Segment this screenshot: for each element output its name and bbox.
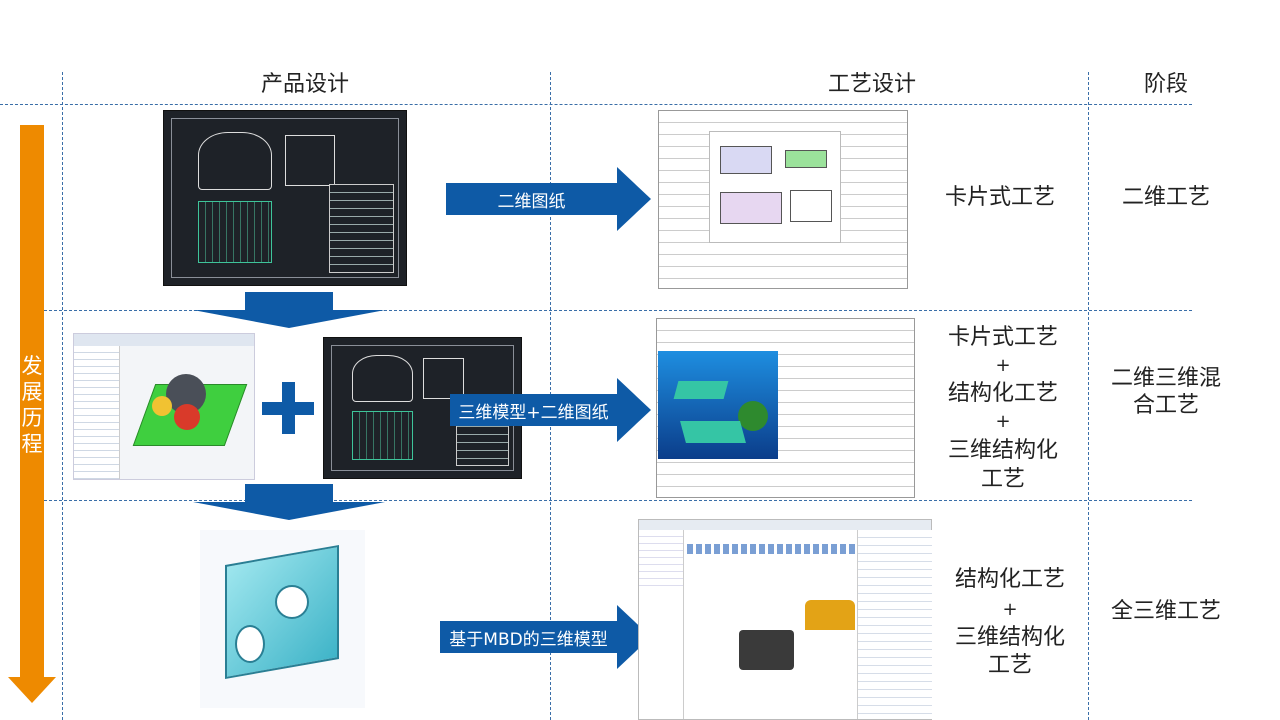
process-type: 卡片式工艺 xyxy=(947,325,1058,350)
3d-process-software-image xyxy=(638,519,932,720)
3d-process-card-image xyxy=(656,318,915,498)
timeline-label: 发展历程 xyxy=(21,354,43,456)
3d-software-model-image xyxy=(73,333,255,480)
down-arrow xyxy=(193,484,385,520)
down-arrow xyxy=(193,292,385,328)
plus-symbol: + xyxy=(1002,599,1018,620)
process-type: 三维结构化 xyxy=(947,438,1058,463)
process-type: 结构化工艺 xyxy=(947,381,1058,406)
stage-label: 全三维工艺 xyxy=(1110,599,1221,624)
header-product-design: 产品设计 xyxy=(260,72,350,97)
row-divider xyxy=(44,310,1192,311)
process-type: 工艺 xyxy=(987,653,1032,678)
process-type: 三维结构化 xyxy=(954,625,1065,650)
process-card-image xyxy=(658,110,908,289)
plus-symbol: + xyxy=(995,411,1011,432)
mbd-3d-model-image xyxy=(200,530,365,708)
arrow-3d-model-plus-2d-drawing: 三维模型+二维图纸 xyxy=(450,378,651,442)
timeline-arrow: 发展历程 xyxy=(8,125,56,703)
plus-icon xyxy=(262,382,314,434)
row-divider xyxy=(44,500,1192,501)
row-divider xyxy=(0,104,1192,105)
arrow-2d-drawing: 二维图纸 xyxy=(446,167,651,231)
arrow-label: 基于MBD的三维模型 xyxy=(440,621,617,653)
column-divider xyxy=(1088,72,1089,720)
arrow-label: 二维图纸 xyxy=(446,183,617,215)
header-process-design: 工艺设计 xyxy=(827,72,917,97)
stage-label: 合工艺 xyxy=(1132,393,1199,418)
process-type: 卡片式工艺 xyxy=(944,185,1055,210)
arrow-mbd-3d-model: 基于MBD的三维模型 xyxy=(440,605,651,669)
header-stage: 阶段 xyxy=(1143,72,1189,97)
2d-drawing-image xyxy=(163,110,407,286)
stage-label: 二维三维混 xyxy=(1110,366,1221,391)
arrow-label: 三维模型+二维图纸 xyxy=(450,394,617,426)
stage-label: 二维工艺 xyxy=(1121,185,1210,210)
process-type: 结构化工艺 xyxy=(954,567,1065,592)
column-divider xyxy=(62,72,63,720)
plus-symbol: + xyxy=(995,355,1011,376)
process-type: 工艺 xyxy=(980,467,1025,492)
